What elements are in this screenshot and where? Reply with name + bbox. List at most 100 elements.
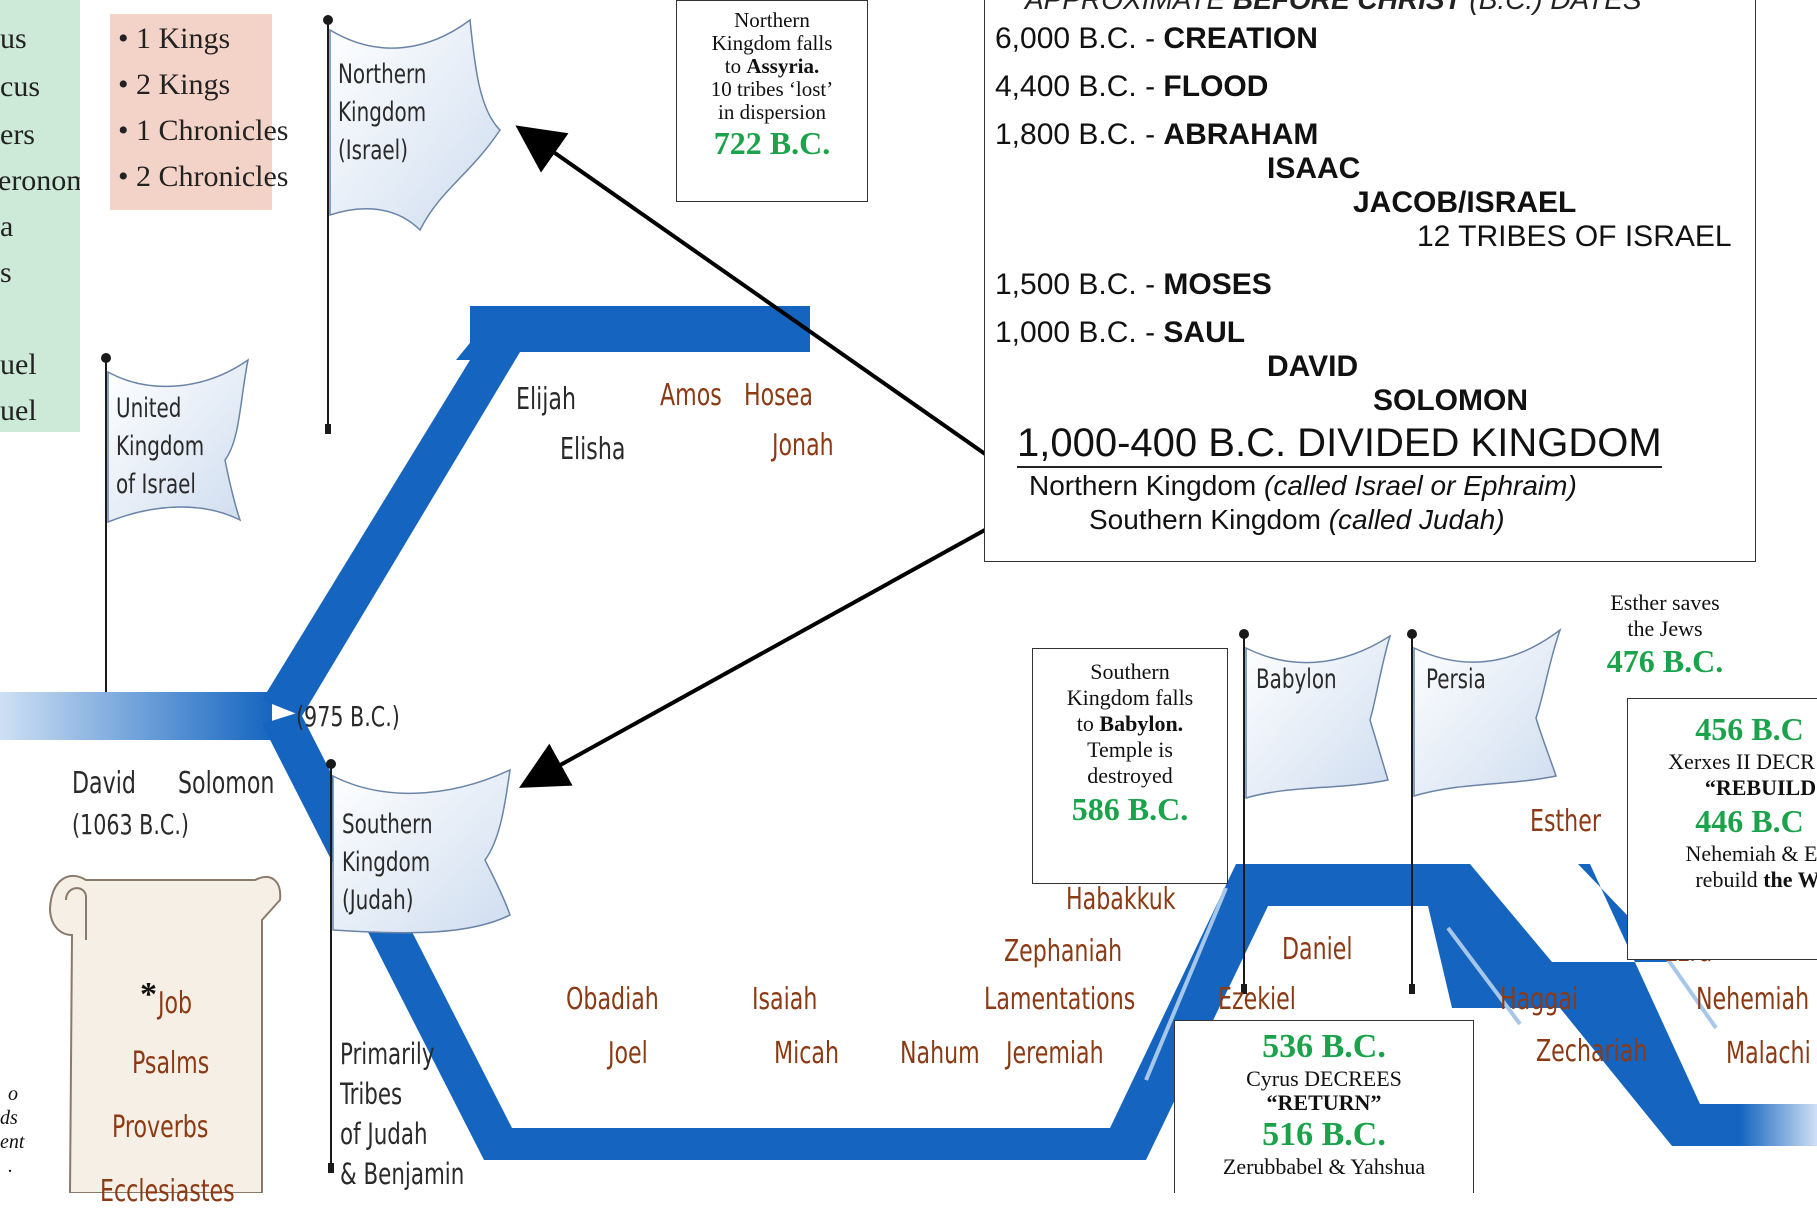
dates-row-abraham: 1,800 B.C. - ABRAHAM — [995, 118, 1318, 152]
arrow-to-northern-kingdom — [515, 125, 1010, 472]
date-516-bc: 516 B.C. — [1262, 1116, 1386, 1153]
dates-row-jacob: JACOB/ISRAEL — [1353, 186, 1576, 220]
box-line: “REBUILD — [1628, 775, 1817, 801]
header-emphasis: BEFORE CHRIST — [1233, 0, 1462, 15]
dates-row-creation: 6,000 B.C. - CREATION — [995, 22, 1318, 56]
flag-label-line: of Israel — [116, 469, 196, 500]
dates-row-david: DAVID — [1267, 350, 1358, 384]
northern-kingdom-band — [262, 306, 810, 716]
united-kingdom-band — [0, 692, 272, 740]
book-item: • 2 Kings — [118, 68, 231, 101]
left-note: o ds ent . — [0, 1082, 24, 1178]
persia-band-fade — [1740, 1104, 1817, 1146]
scroll-item-proverbs: Proverbs — [112, 1110, 209, 1145]
book-item: uel — [0, 394, 37, 427]
row-event: SAUL — [1163, 316, 1246, 349]
book-item: • 1 Kings — [118, 22, 231, 55]
book-item: s — [0, 256, 12, 289]
row-date: 1,800 B.C. - — [995, 118, 1164, 151]
solomon-label: Solomon — [178, 766, 275, 801]
box-line: destroyed — [1087, 763, 1173, 788]
date-975-label: (975 B.C.) — [296, 700, 400, 733]
esther-saves-note: Esther saves the Jews 476 B.C. — [1580, 590, 1750, 680]
prophet-ezekiel: Ezekiel — [1218, 982, 1296, 1017]
box-line: Cyrus DECREES — [1246, 1066, 1402, 1091]
prophet-jonah: Jonah — [772, 428, 834, 463]
dates-row-moses: 1,500 B.C. - MOSES — [995, 268, 1272, 302]
prophet-daniel: Daniel — [1282, 932, 1353, 967]
row-date: 1,500 B.C. - — [995, 268, 1164, 301]
line-text: Northern Kingdom — [1029, 470, 1265, 501]
box-line: rebuild the W — [1628, 867, 1817, 893]
label-line: Primarily — [340, 1037, 435, 1071]
esther-label: Esther — [1530, 804, 1601, 839]
event-box-456-bc: 456 B.C Xerxes II DECR “REBUILD 446 B.C … — [1627, 698, 1817, 960]
prophet-jeremiah: Jeremiah — [1006, 1036, 1104, 1071]
united-flag-label: United Kingdom of Israel — [116, 390, 204, 504]
southern-kingdom-line: Southern Kingdom (called Judah) — [1089, 504, 1505, 536]
row-event: JACOB/ISRAEL — [1353, 186, 1577, 219]
approximate-dates-box: APPROXIMATE BEFORE CHRIST (B.C.) DATES 6… — [984, 0, 1756, 562]
box-emphasis: Babylon. — [1099, 711, 1184, 736]
label-line: Tribes — [340, 1077, 403, 1111]
book-item: • 2 Chronicles — [118, 160, 289, 193]
prophet-elisha: Elisha — [560, 432, 626, 467]
babylon-flag — [1245, 634, 1392, 800]
box-emphasis: “REBUILD — [1704, 775, 1817, 800]
date-476-bc: 476 B.C. — [1606, 643, 1724, 679]
date-456-bc: 456 B.C — [1695, 711, 1804, 747]
line-italic: (called Judah) — [1328, 504, 1505, 535]
book-item: cus — [0, 70, 40, 103]
flag-label-line: (Judah) — [342, 885, 414, 916]
row-date: 1,000 B.C. - — [995, 316, 1164, 349]
book-item: ers — [0, 118, 35, 151]
dates-row-flood: 4,400 B.C. - FLOOD — [995, 70, 1268, 104]
box-line: Zerubbabel & Yahshua — [1222, 1154, 1426, 1179]
prophet-obadiah: Obadiah — [566, 982, 659, 1017]
row-event: CREATION — [1163, 22, 1318, 55]
prophet-habakkuk: Habakkuk — [1066, 882, 1176, 917]
date-1063-label: (1063 B.C.) — [72, 808, 189, 841]
prophet-hosea: Hosea — [744, 378, 813, 413]
dates-header: APPROXIMATE BEFORE CHRIST (B.C.) DATES — [1025, 0, 1642, 16]
book-item: a — [0, 210, 14, 243]
row-event: MOSES — [1163, 268, 1272, 301]
event-box-536-bc: 536 B.C. Cyrus DECREES “RETURN” 516 B.C.… — [1174, 1020, 1474, 1193]
book-list-panel-torah: us cus ers eronomy a s uel uel — [0, 0, 80, 432]
flag-label-line: Southern — [342, 809, 433, 840]
box-emphasis: Assyria. — [746, 54, 820, 78]
southern-kingdom-band — [262, 712, 1817, 1160]
box-line: in dispersion — [718, 100, 826, 124]
box-line: Northern — [734, 8, 810, 32]
scroll-graphic — [48, 875, 282, 1193]
divided-kingdom-heading: 1,000-400 B.C. DIVIDED KINGDOM — [1017, 420, 1662, 468]
line-italic: (called Israel or Ephraim) — [1264, 470, 1577, 501]
prophet-elijah: Elijah — [516, 382, 577, 417]
box-line: Xerxes II DECR — [1668, 749, 1815, 774]
box-line: “RETURN” — [1175, 1091, 1473, 1115]
row-event: FLOOD — [1163, 70, 1269, 103]
box-line: Kingdom falls — [711, 31, 833, 55]
box-emphasis: the W — [1763, 867, 1817, 892]
northern-flag-label: Northern Kingdom (Israel) — [338, 56, 426, 170]
note-line: Esther saves — [1610, 590, 1720, 615]
northern-kingdom-line: Northern Kingdom (called Israel or Ephra… — [1029, 470, 1577, 502]
prophet-micah: Micah — [774, 1036, 840, 1071]
date-722-bc: 722 B.C. — [713, 125, 831, 161]
southern-flag-label: Southern Kingdom (Judah) — [342, 806, 433, 920]
book-item: uel — [0, 348, 37, 381]
dates-row-solomon: SOLOMON — [1373, 384, 1528, 418]
box-line: Temple is — [1087, 737, 1173, 762]
note-line: the Jews — [1627, 616, 1703, 641]
book-item: eronomy — [0, 164, 80, 197]
row-event: DAVID — [1267, 350, 1359, 383]
scroll-item-job: Job — [158, 986, 193, 1021]
header-text: APPROXIMATE — [1025, 0, 1233, 15]
box-line: to Babylon. — [1033, 711, 1227, 737]
box-line: to Assyria. — [677, 55, 867, 78]
persia-flag-label: Persia — [1426, 664, 1486, 695]
david-label: David — [72, 766, 136, 801]
dates-row-saul: 1,000 B.C. - SAUL — [995, 316, 1245, 350]
event-box-722-bc: Northern Kingdom falls to Assyria. 10 tr… — [676, 0, 868, 202]
